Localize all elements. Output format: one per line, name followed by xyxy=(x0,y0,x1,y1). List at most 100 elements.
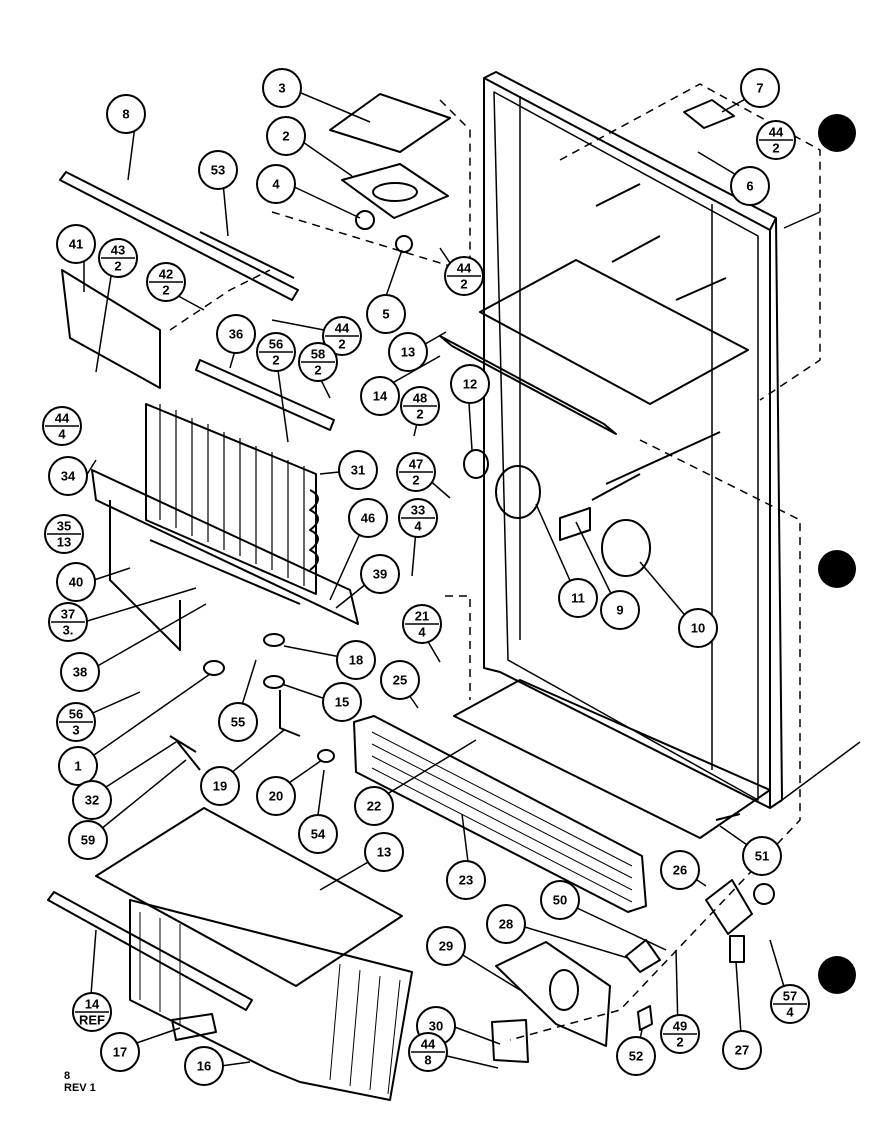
callout-number: 42 xyxy=(159,266,173,281)
callout-c4: 4 xyxy=(256,164,296,204)
evaporator-fins xyxy=(159,404,305,586)
callout-number: 40 xyxy=(69,574,83,589)
parts-drawing xyxy=(47,71,861,1101)
part-28-fan-blade xyxy=(625,939,661,973)
callout-number: 28 xyxy=(499,916,513,931)
callout-number: 3 xyxy=(72,722,79,737)
callout-circle xyxy=(360,376,400,416)
callout-circle xyxy=(660,850,700,890)
callout-c44a: 442 xyxy=(444,256,484,296)
callout-c16: 16 xyxy=(184,1046,224,1086)
callout-number: 49 xyxy=(673,1018,687,1033)
callout-number: 56 xyxy=(269,336,283,351)
callout-circle xyxy=(56,224,96,264)
callout-number: 2 xyxy=(412,472,419,487)
callout-c23: 23 xyxy=(446,860,486,900)
callout-number: 1 xyxy=(74,758,81,773)
part-35-drain-trough xyxy=(91,469,359,625)
callout-circle xyxy=(540,880,580,920)
callout-c58: 582 xyxy=(298,342,338,382)
callout-c9: 9 xyxy=(600,590,640,630)
basket-wires xyxy=(139,912,401,1095)
callout-number: 44 xyxy=(335,320,350,335)
part-51 xyxy=(715,813,741,821)
callout-circle xyxy=(72,780,112,820)
callout-c50: 50 xyxy=(540,880,580,920)
callout-number: 3. xyxy=(63,622,74,637)
callout-number: 27 xyxy=(735,1042,749,1057)
part-30 xyxy=(491,1019,529,1063)
callout-number: 2 xyxy=(676,1034,683,1049)
callout-number: 53 xyxy=(211,162,225,177)
callout-c21: 214 xyxy=(402,604,442,644)
callout-circle xyxy=(184,1046,224,1086)
callout-circle xyxy=(486,904,526,944)
callout-number: 22 xyxy=(367,798,381,813)
callout-circle xyxy=(426,926,466,966)
callout-c31: 31 xyxy=(338,450,378,490)
part-3 xyxy=(329,93,451,153)
callout-number: 3 xyxy=(278,80,285,95)
callout-number: 10 xyxy=(691,620,705,635)
callout-number: 54 xyxy=(311,826,326,841)
callout-c42: 422 xyxy=(146,262,186,302)
callout-number: 2 xyxy=(772,140,779,155)
callout-c44d: 444 xyxy=(42,406,82,446)
callout-number: 52 xyxy=(629,1048,643,1063)
callout-number: 2 xyxy=(272,352,279,367)
callout-circle xyxy=(266,116,306,156)
callout-c6: 6 xyxy=(730,166,770,206)
drain-pan xyxy=(453,679,771,839)
callout-circle xyxy=(322,682,362,722)
callout-number: 46 xyxy=(361,510,375,525)
part-52 xyxy=(637,1005,653,1031)
callout-c12: 12 xyxy=(450,364,490,404)
callout-circle xyxy=(678,608,718,648)
callout-c25: 25 xyxy=(380,660,420,700)
part-31-evaporator xyxy=(145,403,317,595)
dashed-outlines xyxy=(169,83,821,1041)
callout-c32: 32 xyxy=(72,780,112,820)
callout-circle xyxy=(360,554,400,594)
callout-circle xyxy=(216,314,256,354)
callout-c10: 10 xyxy=(678,608,718,648)
callout-number: 26 xyxy=(673,862,687,877)
part-29-panel xyxy=(495,941,611,1047)
part-41-cover xyxy=(61,269,161,389)
callout-number: 55 xyxy=(231,714,245,729)
callout-number: 43 xyxy=(111,242,125,257)
callout-c49: 492 xyxy=(660,1014,700,1054)
callout-number: 13 xyxy=(377,844,391,859)
callout-number: 18 xyxy=(349,652,363,667)
callout-number: 13 xyxy=(57,534,71,549)
callout-circle xyxy=(48,456,88,496)
callout-c15: 15 xyxy=(322,682,362,722)
callout-number: 13 xyxy=(401,344,415,359)
part-22-grille xyxy=(353,715,647,913)
revision-note: 8 REV 1 xyxy=(64,1070,96,1094)
callout-c38: 38 xyxy=(60,652,100,692)
part-32-wiring xyxy=(169,735,201,771)
callout-c56a: 562 xyxy=(256,332,296,372)
callout-c44e: 448 xyxy=(408,1032,448,1072)
callout-number: 4 xyxy=(272,176,280,191)
callout-circle xyxy=(56,562,96,602)
callout-c1: 1 xyxy=(58,746,98,786)
part-10 xyxy=(601,519,651,577)
callout-number: 4 xyxy=(786,1004,794,1019)
part-11 xyxy=(495,465,541,519)
callout-number: 4 xyxy=(418,624,426,639)
part-27-bracket xyxy=(729,935,745,963)
part-15 xyxy=(263,675,285,689)
callout-c53: 53 xyxy=(198,150,238,190)
callout-number: 48 xyxy=(413,390,427,405)
callout-number: 38 xyxy=(73,664,87,679)
part-14-rail xyxy=(47,891,253,1011)
callout-c27: 27 xyxy=(722,1030,762,1070)
callout-number: 4 xyxy=(58,426,66,441)
callout-number: 44 xyxy=(769,124,784,139)
part-36 xyxy=(195,359,335,431)
callout-number: 44 xyxy=(55,410,70,425)
